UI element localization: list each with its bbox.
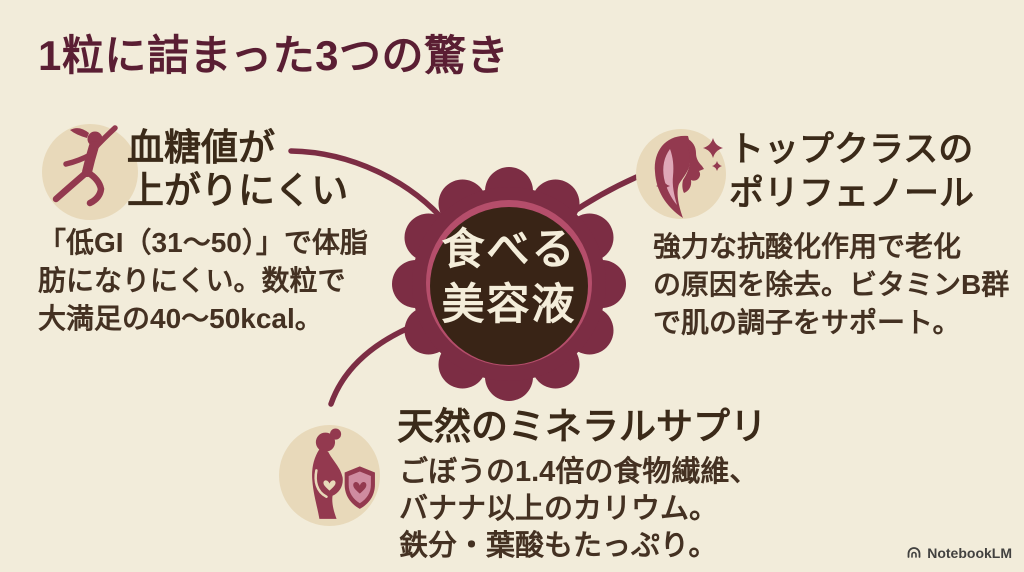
heading-line: ポリフェノール [729, 173, 975, 213]
body-line: 大満足の40〜50kcal。 [38, 303, 323, 335]
body-line: 「低GI（31〜50）」で体脂 [38, 227, 368, 258]
body-line: で肌の調子をサポート。 [653, 307, 961, 339]
heading-line: 血糖値が [127, 127, 275, 168]
seal-text-line2: 美容液 [441, 281, 577, 329]
notebooklm-logo-icon [907, 547, 921, 558]
body-line: の原因を除去。ビタミンB群 [653, 269, 1010, 301]
feature-polyphenol-heading: トップクラスの ポリフェノール [729, 128, 974, 216]
woman-face-sparkles-icon [636, 129, 726, 219]
heading-line: 上がりにくい [127, 169, 349, 211]
heading-line: トップクラスの [729, 130, 974, 169]
feature-low-gi-heading: 血糖値が 上がりにくい [127, 127, 348, 213]
page-title: 1粒に詰まった3つの驚き [38, 32, 510, 79]
body-line: 鉄分・葉酸もたっぷり。 [399, 530, 718, 563]
body-line: ごぼうの1.4倍の食物繊維、 [399, 456, 759, 488]
heading-line: 天然のミネラルサプリ [397, 406, 767, 447]
jumping-woman-icon [42, 124, 138, 220]
feature-low-gi-body: 「低GI（31〜50）」で体脂 肪になりにくい。数粒で 大満足の40〜50kca… [38, 224, 368, 338]
center-seal: 食べる 美容液 [389, 164, 629, 404]
seal-text: 食べる 美容液 [389, 158, 629, 398]
notebooklm-watermark: NotebookLM [906, 544, 1012, 562]
feature-minerals-body: ごぼうの1.4倍の食物繊維、 バナナ以上のカリウム。 鉄分・葉酸もたっぷり。 [399, 454, 758, 565]
watermark-label: NotebookLM [927, 545, 1012, 561]
body-line: 肪になりにくい。数粒で [38, 265, 346, 297]
feature-polyphenol-body: 強力な抗酸化作用で老化 の原因を除去。ビタミンB群 で肌の調子をサポート。 [653, 228, 1009, 342]
pregnant-woman-shield-icon [279, 425, 380, 526]
connector-left [288, 148, 450, 227]
body-line: 強力な抗酸化作用で老化 [653, 231, 962, 262]
body-line: バナナ以上のカリウム。 [399, 493, 719, 526]
seal-text-line1: 食べる [441, 226, 577, 275]
feature-minerals-heading: 天然のミネラルサプリ [397, 406, 767, 448]
wax-seal-icon [392, 167, 626, 401]
